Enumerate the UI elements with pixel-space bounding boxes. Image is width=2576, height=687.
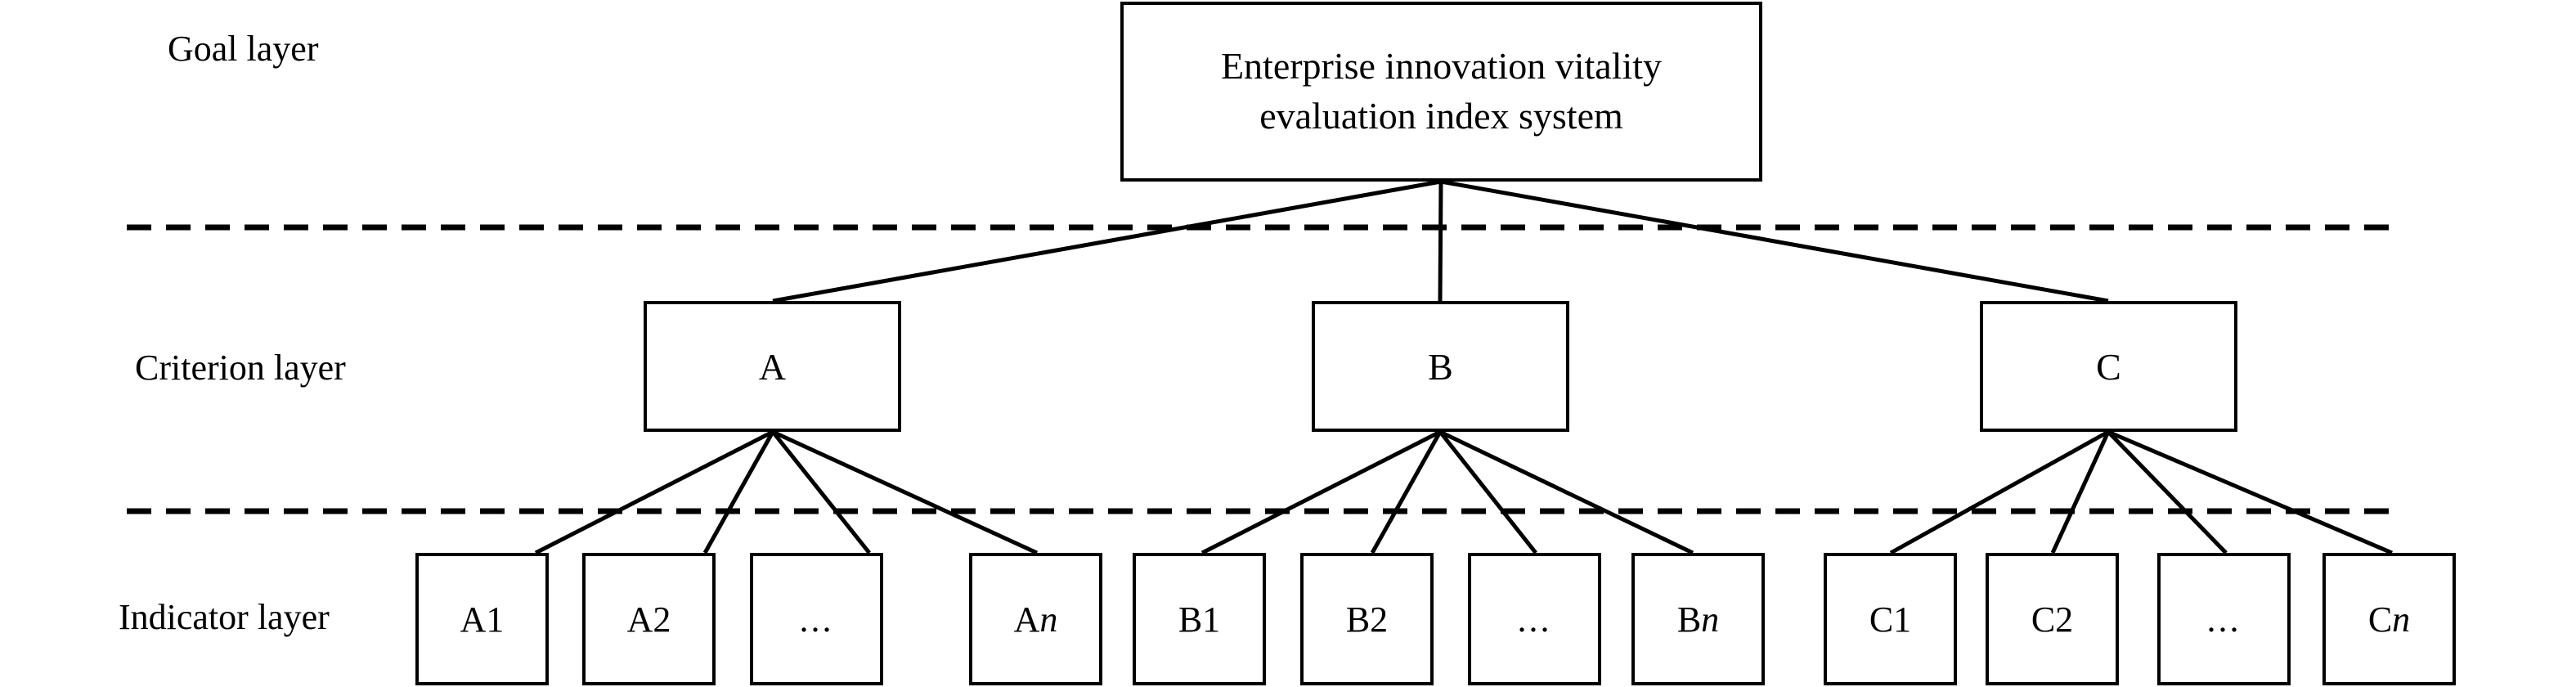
edge-A-to-Adots bbox=[771, 430, 871, 555]
node-indicator-A2-label: A2 bbox=[626, 599, 671, 640]
node-goal-line2: evaluation index system bbox=[1259, 95, 1623, 137]
edge-A-to-An bbox=[771, 429, 1039, 555]
node-indicator-B-ellipsis[interactable]: ... bbox=[1468, 553, 1601, 685]
edge-goal-to-C bbox=[1440, 179, 2109, 303]
node-indicator-A-ellipsis[interactable]: ... bbox=[750, 553, 883, 685]
edge-B-to-Bdots bbox=[1438, 430, 1537, 555]
edge-A-to-A2 bbox=[702, 430, 775, 555]
edge-C-to-Cdots bbox=[2107, 430, 2228, 555]
node-indicator-An[interactable]: An bbox=[969, 553, 1102, 685]
edge-B-to-Bn bbox=[1438, 429, 1694, 555]
node-indicator-C1[interactable]: C1 bbox=[1824, 553, 1957, 685]
edge-C-to-Cn bbox=[2107, 429, 2393, 555]
node-goal[interactable]: Enterprise innovation vitality evaluatio… bbox=[1120, 2, 1762, 182]
node-indicator-B1-label: B1 bbox=[1178, 599, 1221, 640]
node-indicator-A1[interactable]: A1 bbox=[415, 553, 549, 685]
node-indicator-Bn-label: Bn bbox=[1676, 599, 1720, 640]
edge-A-to-A1 bbox=[534, 429, 774, 555]
node-goal-line1: Enterprise innovation vitality bbox=[1220, 45, 1663, 88]
edge-goal-to-A bbox=[772, 179, 1442, 303]
node-indicator-B2[interactable]: B2 bbox=[1300, 553, 1434, 685]
node-indicator-B1[interactable]: B1 bbox=[1133, 553, 1266, 685]
edge-B-to-B1 bbox=[1200, 429, 1442, 555]
layer-label-indicator: Indicator layer bbox=[119, 597, 330, 637]
node-indicator-Cn[interactable]: Cn bbox=[2322, 553, 2456, 685]
node-criterion-A[interactable]: A bbox=[644, 301, 901, 432]
node-indicator-C1-label: C1 bbox=[1869, 599, 1912, 640]
edge-C-to-C1 bbox=[1889, 429, 2110, 555]
node-indicator-A-ellipsis-label: ... bbox=[799, 599, 834, 640]
layer-label-goal: Goal layer bbox=[168, 29, 319, 69]
node-indicator-A2[interactable]: A2 bbox=[582, 553, 716, 685]
node-indicator-Cn-label: Cn bbox=[2367, 599, 2411, 640]
node-indicator-A1-label: A1 bbox=[460, 599, 505, 640]
node-criterion-B-label: B bbox=[1428, 345, 1453, 388]
edge-B-to-B2 bbox=[1370, 430, 1443, 555]
layer-label-criterion: Criterion layer bbox=[135, 348, 346, 388]
node-indicator-C2[interactable]: C2 bbox=[1986, 553, 2119, 685]
node-indicator-B2-label: B2 bbox=[1345, 599, 1389, 640]
edge-C-to-C2 bbox=[2050, 430, 2111, 555]
edge-goal-to-B bbox=[1438, 181, 1443, 302]
node-criterion-B[interactable]: B bbox=[1312, 301, 1569, 432]
node-indicator-C-ellipsis-label: ... bbox=[2206, 599, 2242, 640]
node-indicator-An-label: An bbox=[1013, 599, 1058, 640]
node-indicator-C-ellipsis[interactable]: ... bbox=[2157, 553, 2291, 685]
node-criterion-C-label: C bbox=[2096, 345, 2121, 388]
node-indicator-B-ellipsis-label: ... bbox=[1517, 599, 1552, 640]
node-indicator-C2-label: C2 bbox=[2031, 599, 2074, 640]
node-criterion-A-label: A bbox=[758, 345, 787, 388]
node-criterion-C[interactable]: C bbox=[1980, 301, 2237, 432]
node-indicator-Bn[interactable]: Bn bbox=[1631, 553, 1765, 685]
